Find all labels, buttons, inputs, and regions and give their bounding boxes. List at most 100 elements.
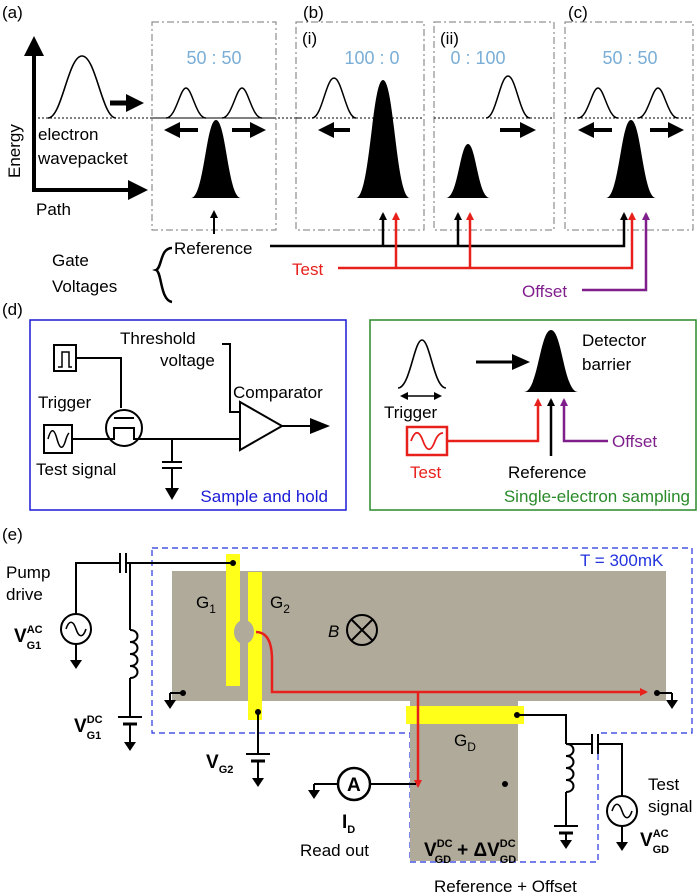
gate-gd — [406, 706, 524, 724]
offset-line — [582, 212, 650, 292]
box-a-detector-barrier — [191, 120, 241, 198]
path-axis-arrow-icon — [128, 180, 148, 200]
box-c-right-arrow-icon — [668, 122, 684, 138]
sample-and-hold-label: Sample and hold — [200, 487, 328, 506]
ratio-b-ii: 0 : 100 — [450, 48, 505, 68]
gate-gd-label: GD — [454, 731, 476, 754]
box-b-i-transmitted-packet — [311, 77, 357, 119]
box-a-right-arrow-icon — [250, 122, 266, 138]
box-b-i-detector-barrier — [356, 80, 410, 198]
box-c-left-arrow-icon — [578, 122, 594, 138]
path-axis-label: Path — [36, 200, 71, 219]
wavepacket-label-line2: wavepacket — [37, 149, 128, 168]
gate-reference-label: Reference — [174, 239, 252, 258]
single-electron-sampling-label: Single-electron sampling — [504, 487, 690, 506]
comparator-label: Comparator — [233, 383, 323, 402]
sampling-detector-barrier — [524, 330, 578, 392]
test-signal-sine-icon — [47, 430, 70, 448]
sample-and-hold-box — [29, 319, 347, 511]
panel-d: (d) Sample and hold Trigger Test signal … — [2, 300, 697, 511]
gate-offset-label: Offset — [522, 282, 567, 301]
sampling-offset-line — [560, 398, 608, 443]
transistor-channel — [106, 427, 142, 440]
trigger-jitter-right-icon — [434, 392, 442, 400]
gate-g2-label: G2 — [270, 593, 290, 616]
box-c — [564, 21, 694, 231]
energy-axis-label: Energy — [5, 124, 24, 178]
transistor-circle — [105, 409, 143, 447]
box-a-transmitted-packet-right — [221, 87, 263, 119]
gate-g1 — [226, 554, 240, 686]
trigger-jitter-left-icon — [400, 392, 408, 400]
device-detector-region — [410, 701, 518, 861]
pump-label-line1: Pump — [6, 563, 50, 582]
gd-wire — [517, 714, 567, 744]
ammeter-ground-icon — [308, 790, 320, 799]
threshold-wire — [222, 343, 240, 413]
gd-bias-inductor — [565, 743, 575, 793]
box-b-i-left-arrow-icon — [318, 122, 334, 138]
magnetic-field-label: B — [328, 622, 339, 641]
box-b-ii-reflected-packet — [485, 75, 531, 119]
g1-dc-ground-icon — [124, 742, 136, 751]
panel-label-b-ii: (ii) — [440, 29, 459, 48]
box-c-detector-barrier — [606, 120, 656, 198]
magnetic-field-cross-b — [351, 619, 373, 641]
sampling-trigger-label: Trigger — [384, 403, 438, 422]
gate-voltages-line1: Gate — [52, 251, 89, 270]
box-b-i — [295, 21, 425, 231]
sampling-offset-label: Offset — [612, 432, 657, 451]
test-signal-label-line1: Test — [648, 775, 679, 794]
test-signal-label: Test signal — [36, 460, 116, 479]
box-a-transmitted-packet-left — [165, 87, 207, 119]
ohmic-contact-detector — [502, 781, 508, 787]
comparator-triangle — [239, 400, 285, 452]
sampling-test-line — [447, 398, 542, 443]
panel-label-a: (a) — [2, 3, 23, 22]
readout-current-label: ID — [342, 812, 355, 836]
sampling-wavepacket — [397, 339, 447, 389]
trigger-label: Trigger — [38, 393, 92, 412]
gd-ground-icon — [560, 840, 572, 849]
sampling-test-source-box — [405, 425, 449, 457]
sampling-test-sine-icon — [410, 431, 444, 451]
magnetic-field-into-page-icon — [346, 614, 378, 646]
box-b-ii-detector-barrier — [446, 144, 490, 198]
pump-ac-icon — [65, 621, 87, 637]
sampling-reference-label: Reference — [508, 463, 586, 482]
pump-label-line2: drive — [6, 585, 43, 604]
trigger-wire — [76, 357, 122, 408]
gate-test-label: Test — [292, 260, 323, 279]
ammeter-label: A — [347, 775, 361, 796]
test-signal-ground-icon — [616, 842, 628, 851]
test-signal-wire — [598, 743, 623, 796]
temperature-label: T = 300mK — [580, 551, 664, 570]
panel-label-c: (c) — [568, 3, 588, 22]
panel-label-b: (b) — [303, 3, 324, 22]
ohmic-right-ground-icon — [666, 700, 678, 709]
panel-abc: (a) (b) (c) Energy Path electron wavepac… — [2, 3, 694, 304]
gate-voltages-brace — [152, 246, 173, 304]
ratio-b-i: 100 : 0 — [344, 48, 399, 68]
single-electron-sampling-box — [369, 319, 697, 511]
detector-label-line2: barrier — [582, 355, 631, 374]
reference-line — [270, 212, 628, 248]
box-b-ii-right-arrow-icon — [520, 122, 536, 138]
threshold-label-line1: Threshold — [120, 329, 196, 348]
box-c-transmitted-packet-right — [637, 87, 679, 119]
pump-wire — [75, 562, 120, 614]
test-signal-ac-icon — [611, 803, 633, 819]
ohmic-left-ground-icon — [164, 700, 176, 709]
g2-ground-icon — [252, 778, 264, 787]
trigger-pulse-icon — [58, 351, 72, 368]
quantum-dot — [234, 620, 254, 644]
vg2-label: VG2 — [206, 752, 233, 776]
cryostat-boundary — [151, 547, 693, 863]
threshold-label-line2: voltage — [160, 351, 215, 370]
incoming-wavepacket — [47, 55, 117, 119]
box-b-ii — [433, 21, 555, 231]
panel-label-b-i: (i) — [302, 29, 317, 48]
